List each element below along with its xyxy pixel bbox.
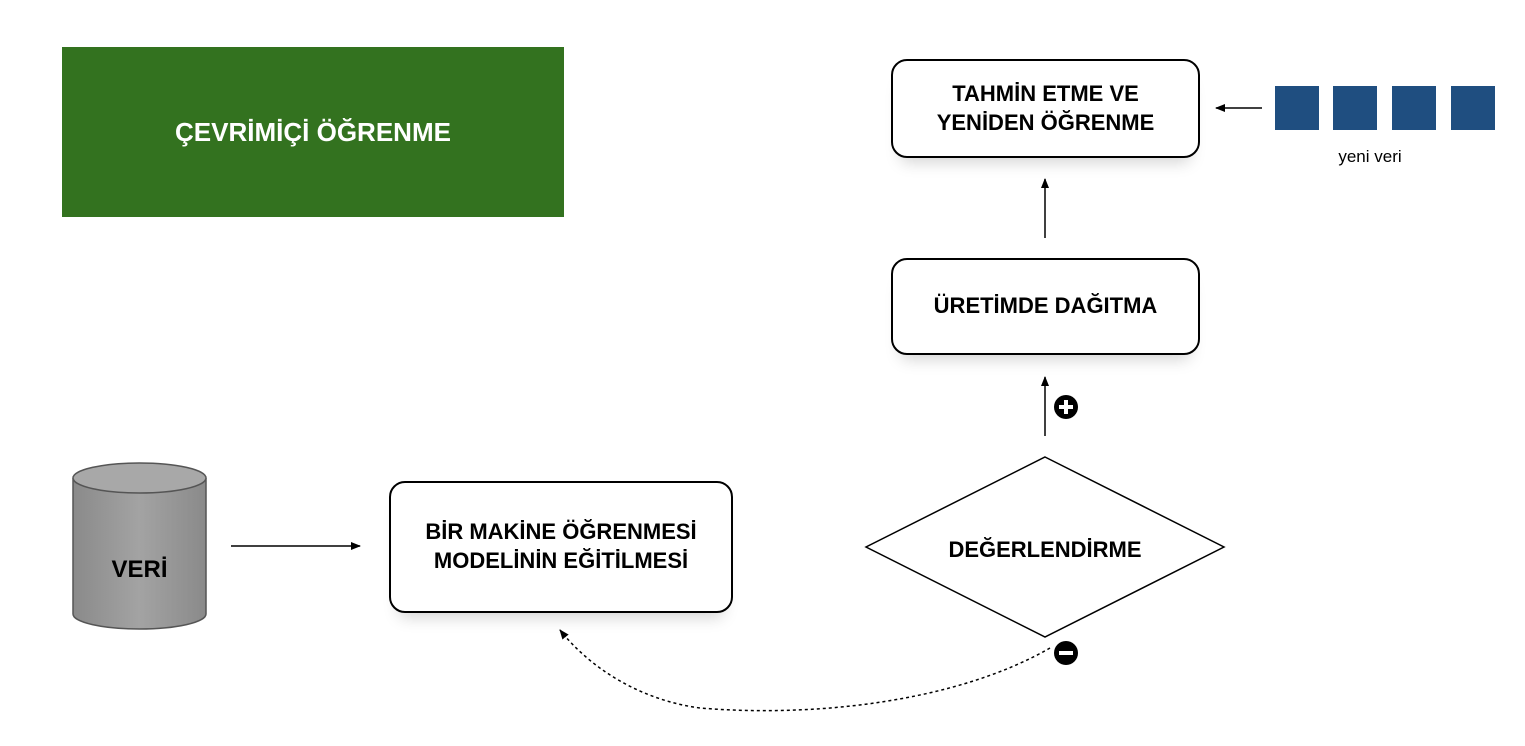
diagram-title: ÇEVRİMİÇİ ÖĞRENME [175,116,451,147]
evaluation-label: DEĞERLENDİRME [948,537,1142,562]
new-data-block [1392,86,1436,130]
deployment-node: ÜRETİMDE DAĞITMA [891,258,1200,355]
training-node: BİR MAKİNE ÖĞRENMESİ MODELİNİN EĞİTİLMES… [389,481,733,613]
evaluation-diamond [864,456,1226,638]
minus-circle-icon [1054,641,1078,665]
new-data-block [1333,86,1377,130]
data-store-label: VERİ [111,556,168,583]
database-cylinder-icon [72,462,207,630]
prediction-node-label: TAHMİN ETME VE YENİDEN ÖĞRENME [936,80,1155,135]
plus-circle-icon [1054,395,1078,419]
prediction-node: TAHMİN ETME VE YENİDEN ÖĞRENME [891,59,1200,158]
new-data-label: yeni veri [1338,147,1402,166]
new-data-block [1451,86,1495,130]
arrow-feedback-to-training [559,629,1051,712]
deployment-node-label: ÜRETİMDE DAĞITMA [933,293,1158,319]
title-banner: ÇEVRİMİÇİ ÖĞRENME [62,47,564,217]
new-data-block [1275,86,1319,130]
training-node-label: BİR MAKİNE ÖĞRENMESİ MODELİNİN EĞİTİLMES… [425,519,697,573]
